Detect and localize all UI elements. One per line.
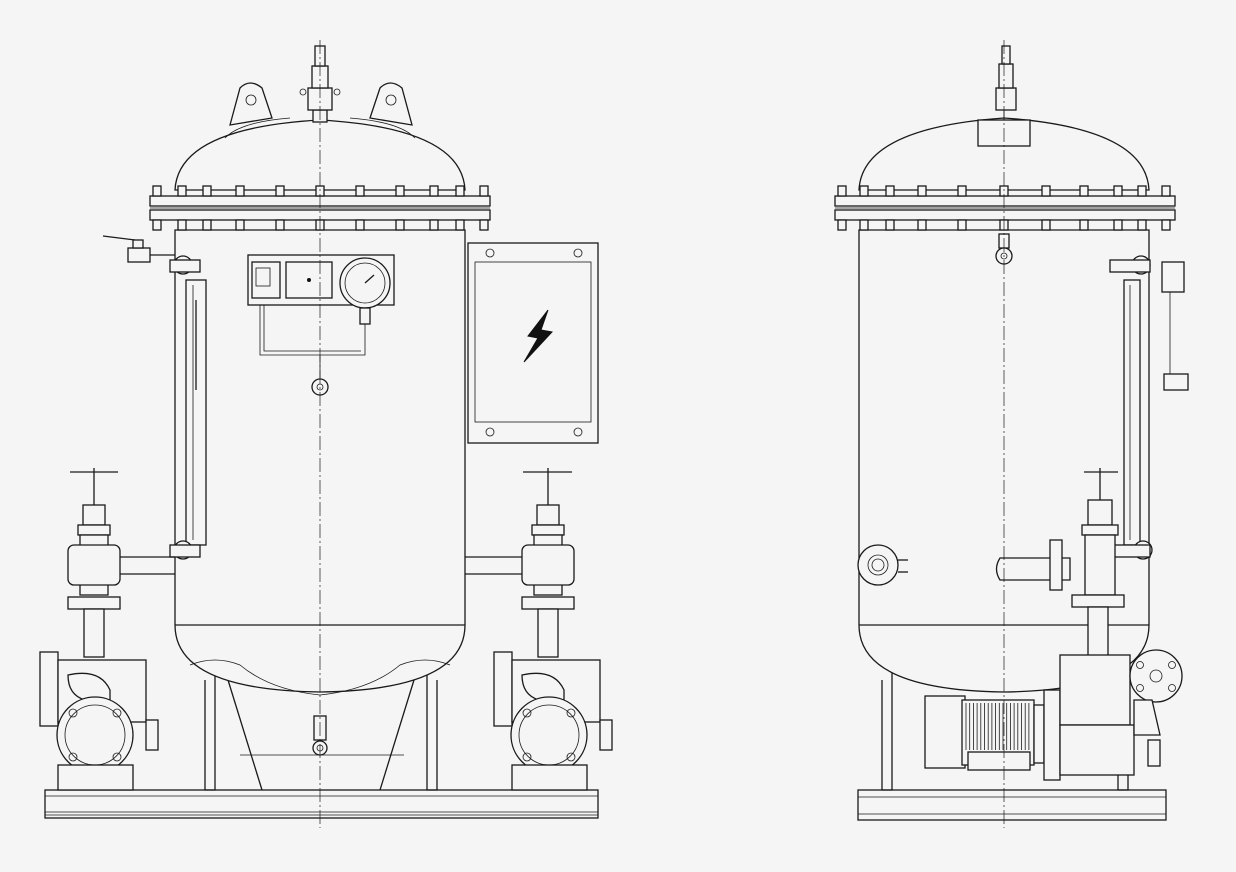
- front-tank-legs: [204, 672, 438, 791]
- flange-bolt: [355, 185, 365, 197]
- flange-bolt: [859, 185, 869, 197]
- flange-nut: [957, 219, 967, 231]
- flange-bolt: [957, 185, 967, 197]
- flange-nut: [1041, 219, 1051, 231]
- side-nozzle: [857, 544, 908, 586]
- flange-bolt: [1041, 185, 1051, 197]
- side-view: [834, 40, 1189, 828]
- flange-nut: [152, 219, 162, 231]
- flange-nut: [455, 219, 465, 231]
- flange-bolt: [395, 185, 405, 197]
- flange-bolt: [837, 185, 847, 197]
- flange-bolt: [152, 185, 162, 197]
- flange-nut: [177, 219, 187, 231]
- side-base-frame: [857, 789, 1167, 821]
- flange-nut: [917, 219, 927, 231]
- flange-bolt: [1079, 185, 1089, 197]
- flange-nut: [275, 219, 285, 231]
- flange-bolt: [455, 185, 465, 197]
- flange-bolt: [885, 185, 895, 197]
- flange-nut: [885, 219, 895, 231]
- flange-bolt: [235, 185, 245, 197]
- flange-nut: [202, 219, 212, 231]
- front-left-pump: [39, 468, 175, 791]
- front-lifting-lugs: [229, 82, 413, 126]
- flange-nut: [1161, 219, 1171, 231]
- front-safety-valve: [299, 45, 341, 123]
- flange-nut: [355, 219, 365, 231]
- front-gauge-panel: [247, 254, 395, 396]
- front-right-pump: [465, 468, 613, 791]
- flange-nut: [1137, 219, 1147, 231]
- side-safety-valve: [995, 45, 1017, 120]
- flange-bolt: [177, 185, 187, 197]
- flange-nut: [235, 219, 245, 231]
- front-view: [39, 40, 613, 828]
- flange-nut: [837, 219, 847, 231]
- flange-nut: [1113, 219, 1123, 231]
- flange-bolt: [1113, 185, 1123, 197]
- flange-bolt: [479, 185, 489, 197]
- side-flange: [834, 185, 1176, 231]
- flange-bolt: [202, 185, 212, 197]
- side-discharge-pipe: [995, 468, 1125, 658]
- flange-nut: [1079, 219, 1089, 231]
- flange-nut: [395, 219, 405, 231]
- front-base-frame: [44, 789, 599, 819]
- front-ball-valve: [102, 235, 175, 263]
- flange-nut: [429, 219, 439, 231]
- side-pump-motor: [924, 649, 1183, 781]
- flange-bolt: [275, 185, 285, 197]
- lightning-bolt-icon: [523, 309, 553, 363]
- flange-bolt: [1161, 185, 1171, 197]
- front-sight-glass: [169, 255, 207, 560]
- flange-nut: [479, 219, 489, 231]
- flange-nut: [859, 219, 869, 231]
- flange-bolt: [1137, 185, 1147, 197]
- flange-bolt: [917, 185, 927, 197]
- flange-bolt: [429, 185, 439, 197]
- front-control-box: [467, 242, 599, 444]
